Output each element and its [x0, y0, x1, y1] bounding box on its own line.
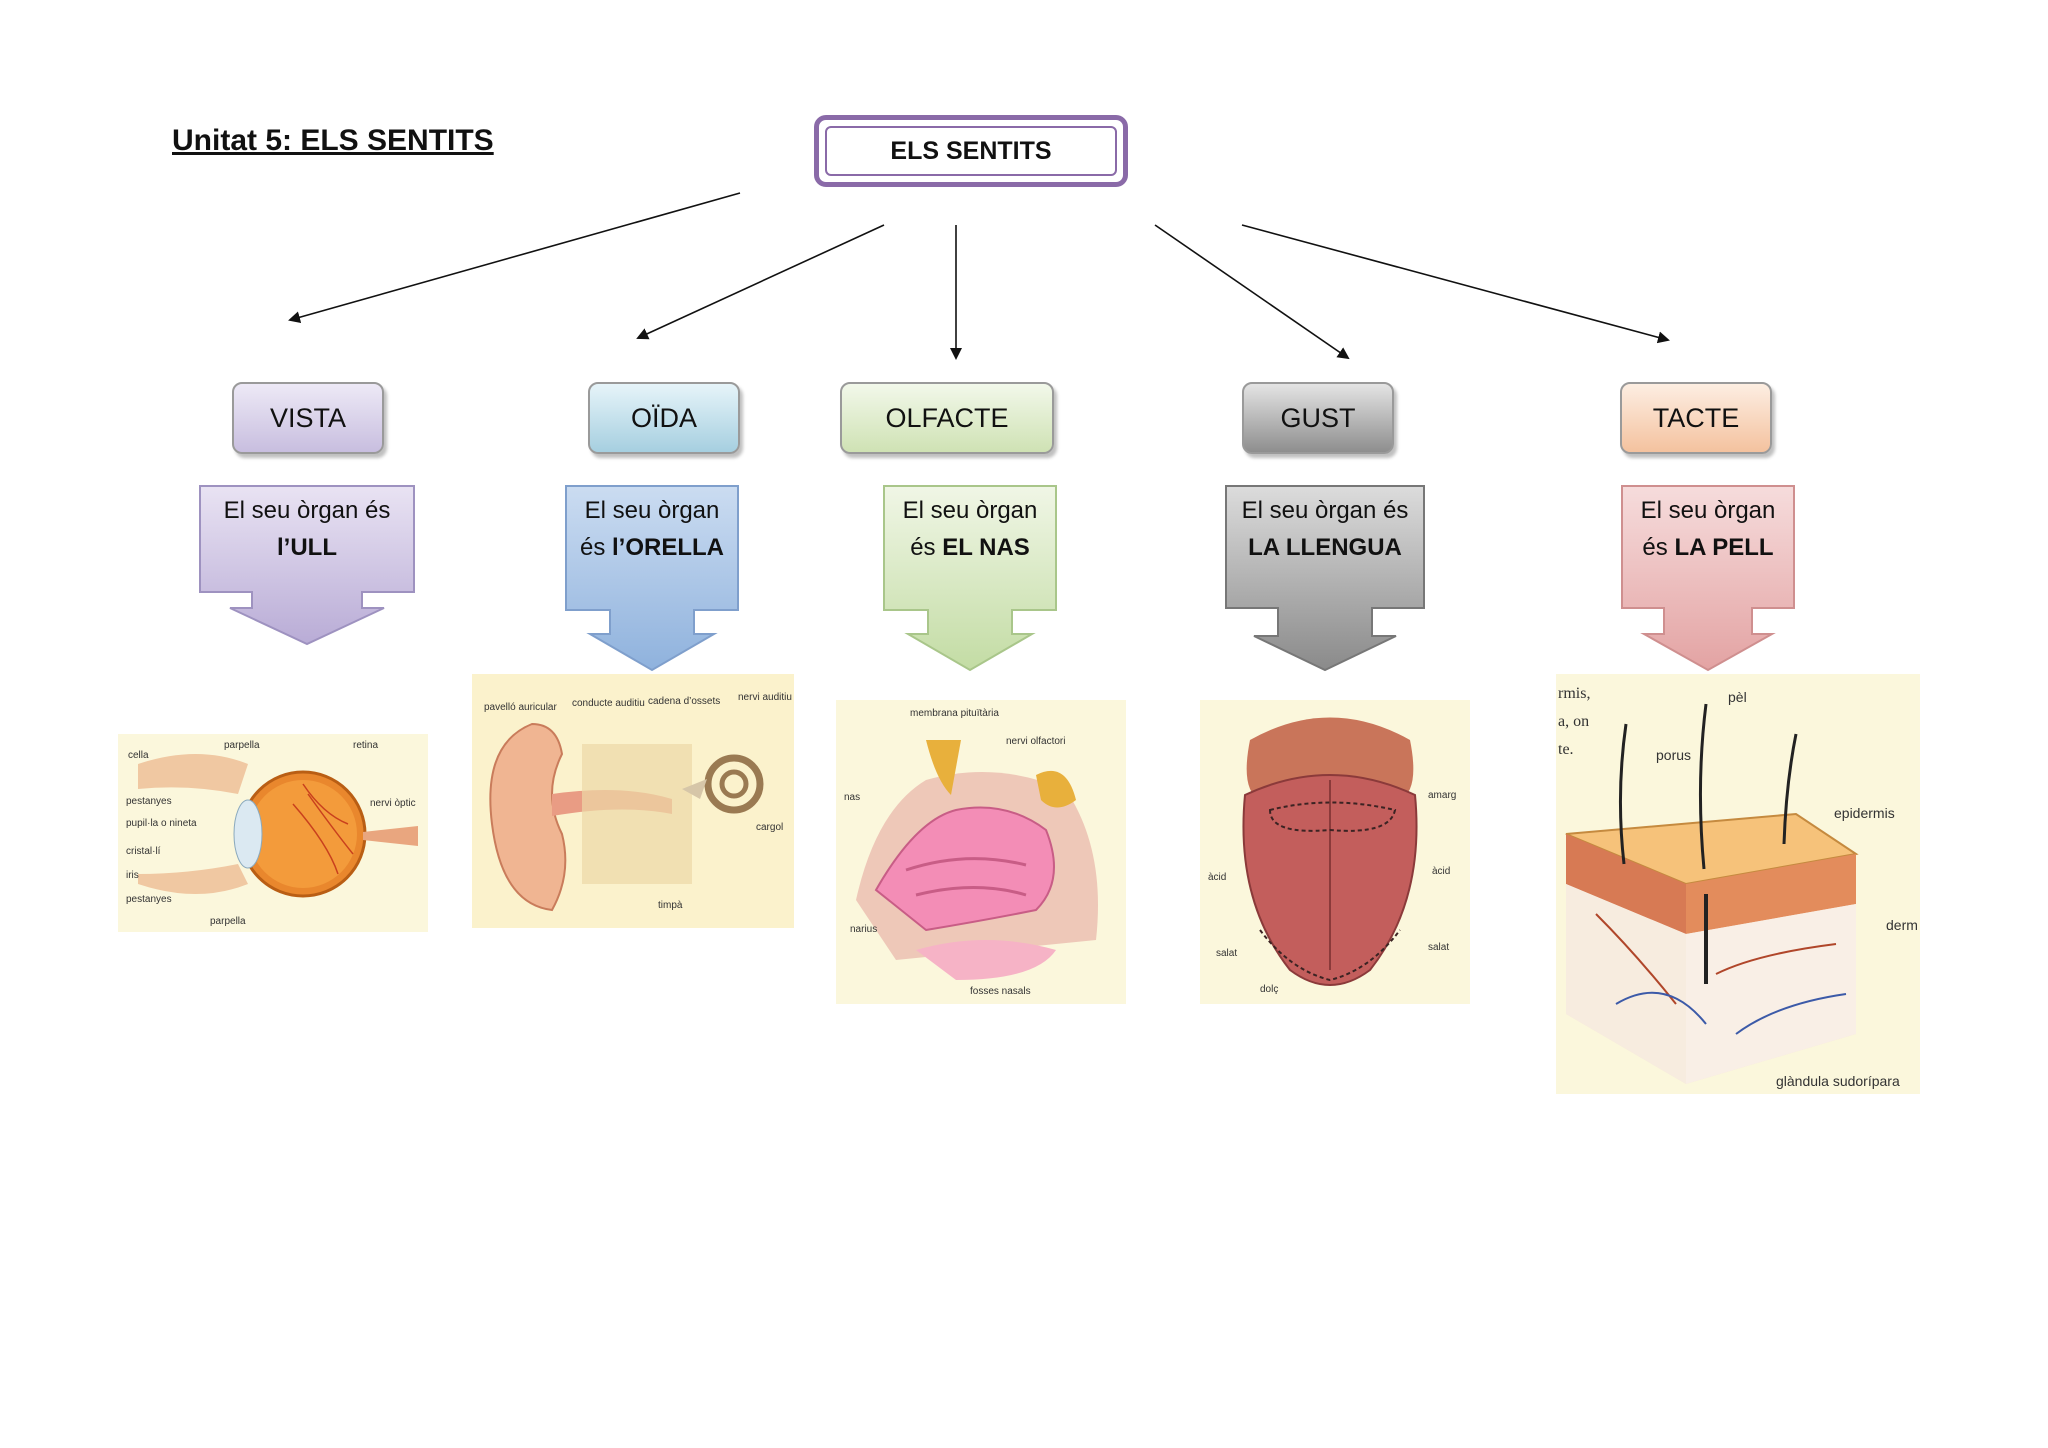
tongue-label-5: dolç [1260, 984, 1278, 995]
connector-arrows [288, 192, 1670, 360]
arrow-to-tacte [1241, 224, 1670, 344]
eye-label-0: cella [128, 750, 149, 761]
tongue-label-1: àcid [1208, 872, 1226, 883]
skin-label-3: pèl [1728, 689, 1747, 705]
ear-illustration: pavelló auricular conducte auditiu caden… [472, 674, 794, 928]
organ-olfacte: EL NAS [942, 534, 1030, 561]
callout-tacte-shape [1621, 485, 1795, 672]
skin-label-6: derm [1886, 917, 1918, 933]
arrow-to-vista [288, 192, 741, 324]
callout-gust: El seu òrgan és LA LLENGUA [1224, 484, 1426, 674]
eye-label-2: retina [353, 740, 378, 751]
sense-tacte: TACTE [1620, 382, 1772, 454]
eye-label-1: parpella [224, 740, 260, 751]
nose-illustration: membrana pituïtària nervi olfactori nas … [836, 700, 1126, 1004]
skin-illustration: rmis, a, on te. pèl porus epidermis derm… [1556, 674, 1920, 1094]
arrow-to-oida [636, 224, 885, 340]
arrow-to-gust [1154, 224, 1350, 360]
organ-prefix-vista: El seu òrgan és [223, 497, 391, 524]
sense-olfacte: OLFACTE [840, 382, 1054, 454]
organ-vista: l’ULL [277, 534, 337, 561]
tongue-illustration: amarg àcid àcid salat salat dolç [1200, 700, 1470, 1004]
eye-illustration: cella parpella retina pestanyes pupil·la… [118, 734, 428, 932]
eye-label-9: parpella [210, 916, 246, 927]
ear-label-0: pavelló auricular [484, 702, 557, 713]
tongue-label-3: salat [1216, 948, 1237, 959]
skin-label-2: te. [1558, 741, 1574, 758]
callout-olfacte: El seu òrgan és EL NAS [882, 484, 1058, 674]
nose-label-1: nervi olfactori [1006, 736, 1065, 747]
skin-label-1: a, on [1558, 713, 1589, 730]
root-node: ELS SENTITS [814, 115, 1128, 187]
skin-label-7: glàndula sudorípara [1776, 1073, 1900, 1089]
callout-vista: El seu òrgan és l’ULL [198, 484, 416, 646]
ear-label-2: cadena d’ossets [648, 696, 720, 707]
eye-label-3: pestanyes [126, 796, 172, 807]
nose-label-3: narius [850, 924, 877, 935]
ear-label-4: cargol [756, 822, 783, 833]
sense-oida: OÏDA [588, 382, 740, 454]
organ-prefix-oida: El seu òrgan és [579, 497, 720, 561]
skin-label-5: epidermis [1834, 805, 1895, 821]
skin-label-4: porus [1656, 747, 1691, 763]
unit-title: Unitat 5: ELS SENTITS [172, 124, 494, 157]
nose-label-4: fosses nasals [970, 986, 1031, 997]
organ-oida: l’ORELLA [612, 534, 725, 561]
sense-gust: GUST [1242, 382, 1394, 454]
organ-tacte: LA PELL [1674, 534, 1774, 561]
eye-label-8: nervi òptic [370, 798, 416, 809]
sense-vista: VISTA [232, 382, 384, 454]
callout-olfacte-shape [883, 485, 1057, 672]
nose-label-2: nas [844, 792, 860, 803]
callout-vista-shape [199, 485, 415, 646]
ear-label-5: timpà [658, 900, 683, 911]
organ-prefix-olfacte: El seu òrgan és [902, 497, 1038, 561]
nose-label-0: membrana pituïtària [910, 708, 999, 719]
skin-label-0: rmis, [1558, 685, 1590, 702]
callout-tacte: El seu òrgan és LA PELL [1620, 484, 1796, 674]
callout-oida-shape [565, 485, 739, 672]
organ-prefix-gust: El seu òrgan és [1241, 497, 1409, 524]
callout-gust-shape [1225, 485, 1425, 672]
ear-label-3: nervi auditiu [738, 692, 792, 703]
eye-label-6: iris [126, 870, 139, 881]
eye-label-4: pupil·la o nineta [126, 818, 197, 829]
tongue-label-2: àcid [1432, 866, 1450, 877]
organ-prefix-tacte: El seu òrgan és [1640, 497, 1776, 561]
tongue-label-0: amarg [1428, 790, 1456, 801]
eye-label-7: pestanyes [126, 894, 172, 905]
callout-oida: El seu òrgan és l’ORELLA [564, 484, 740, 674]
eye-label-5: cristal·lí [126, 846, 161, 857]
tongue-label-4: salat [1428, 942, 1449, 953]
root-node-label: ELS SENTITS [825, 126, 1117, 176]
organ-gust: LA LLENGUA [1248, 534, 1402, 561]
ear-label-1: conducte auditiu [572, 698, 645, 709]
